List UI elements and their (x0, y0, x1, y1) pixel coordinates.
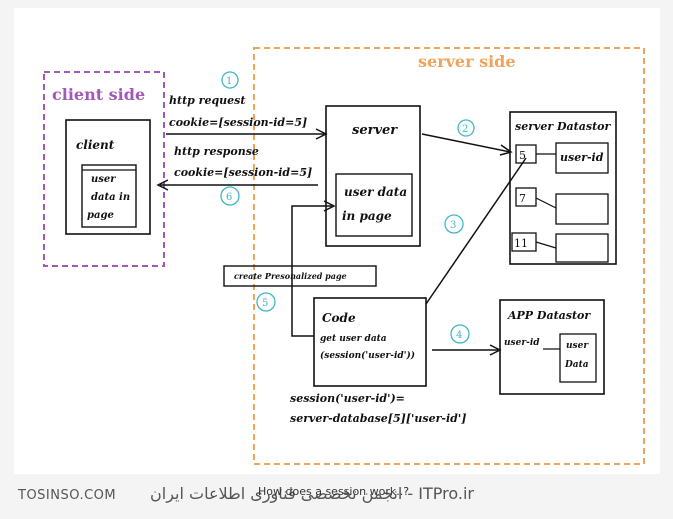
datastore-value-3 (555, 233, 609, 263)
http-response-label: http response (174, 145, 259, 158)
diagram-caption: How does a session work..? (258, 485, 410, 498)
create-page-box (223, 265, 377, 287)
client-page-box (81, 164, 137, 228)
client-page-line-2: data in (91, 192, 130, 203)
client-title: client (76, 138, 115, 152)
step-2: 2 (457, 119, 475, 137)
svg-text:6: 6 (226, 192, 232, 203)
session-diagram: client side server side client user data… (43, 47, 645, 465)
app-datastore-value-1: user (566, 341, 589, 351)
create-page-label: create Presonalized page (234, 271, 347, 281)
datastore-value-2 (555, 193, 609, 225)
footer: TOSINSO.COM انجمن تخصصی فناوری اطلاعات ا… (0, 476, 673, 519)
app-datastore-key: user-id (504, 338, 540, 348)
server-page-line-1: user data (344, 185, 407, 199)
step-3: 3 (444, 214, 464, 234)
client-page-line-3: page (87, 210, 114, 221)
step-5: 5 (256, 292, 276, 312)
app-datastore-title: APP Datastor (507, 309, 591, 322)
step-1: 1 (221, 71, 239, 89)
code-box (313, 297, 427, 387)
client-box (65, 119, 151, 235)
server-to-datastore-arrow (421, 133, 511, 153)
server-datastore-title: server Datastor (515, 120, 611, 133)
svg-text:3: 3 (450, 220, 456, 231)
datastore-value-user-id: user-id (560, 151, 604, 164)
datastore-key-7: 7 (519, 192, 526, 205)
step-4: 4 (450, 324, 470, 344)
code-to-page-arrow (291, 205, 332, 337)
datastore-value-1 (555, 142, 609, 174)
code-title: Code (322, 311, 356, 325)
svg-text:2: 2 (462, 124, 468, 135)
app-datastore-value-box (559, 333, 597, 383)
server-page-box (335, 173, 413, 237)
session-expression-line-1: session('user-id')= (290, 392, 405, 405)
request-cookie-label: cookie=[session-id=5] (169, 116, 307, 129)
code-line-2: (session('user-id')) (320, 350, 415, 361)
step-6: 6 (220, 186, 240, 206)
client-page-line-1: user (91, 174, 116, 185)
watermark-text: انجمن تخصصی فناوری اطلاعات ایران - ITPro… (150, 484, 474, 503)
diagram-canvas: client side server side client user data… (14, 8, 660, 474)
server-page-line-2: in page (342, 209, 392, 223)
datastore-key-11: 11 (514, 237, 528, 250)
session-expression-line-2: server-database[5]['user-id'] (290, 412, 466, 425)
response-cookie-label: cookie=[session-id=5] (174, 166, 312, 179)
code-to-datastore-arrow (425, 157, 527, 305)
server-side-region (253, 47, 645, 465)
http-request-label: http request (169, 94, 245, 107)
svg-text:5: 5 (262, 298, 268, 309)
code-line-1: get user data (320, 334, 387, 344)
app-datastore-box (499, 299, 605, 395)
server-datastore-box (509, 111, 617, 265)
client-side-label: client side (52, 85, 145, 104)
server-side-label: server side (418, 52, 516, 71)
server-title: server (352, 123, 398, 138)
brand-text: TOSINSO.COM (18, 488, 117, 503)
server-box (325, 105, 421, 247)
app-datastore-value-2: Data (564, 360, 589, 370)
client-side-region (43, 71, 165, 267)
datastore-key-5: 5 (519, 149, 526, 162)
svg-text:1: 1 (226, 76, 232, 87)
svg-text:4: 4 (456, 330, 462, 341)
